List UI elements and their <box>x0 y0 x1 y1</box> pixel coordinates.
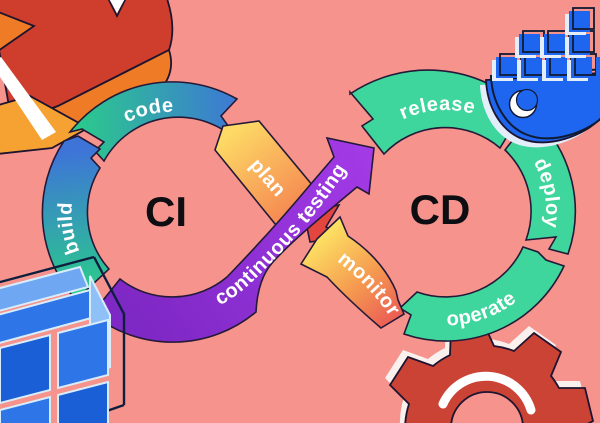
gear-highlight <box>438 371 536 415</box>
mark-orange-wedge <box>0 11 36 51</box>
container-box <box>565 7 595 35</box>
mark-white-slit <box>0 57 56 140</box>
container-cube-icon <box>0 255 126 423</box>
container-box <box>492 53 522 81</box>
container-box <box>517 53 547 81</box>
cube-top-panel <box>0 265 90 312</box>
container-box <box>540 30 570 58</box>
cd-label: CD <box>410 186 471 233</box>
container-box <box>567 53 597 81</box>
segment-deploy <box>503 116 577 255</box>
cube-front-panel <box>57 318 109 390</box>
gear-icon <box>385 315 595 423</box>
docker-porthole-crescent <box>515 88 539 112</box>
arrow-monitor <box>299 215 406 329</box>
container-box <box>565 30 595 58</box>
abstract-mark-icon <box>0 0 174 155</box>
cube-front-panel <box>0 333 51 405</box>
docker-containers <box>492 7 600 81</box>
ci-label: CI <box>145 188 187 235</box>
cube-front-panel <box>57 380 109 423</box>
container-box <box>542 53 572 81</box>
band-continuous-testing <box>90 136 375 343</box>
container-box <box>515 30 545 58</box>
gear-hole <box>450 391 524 423</box>
mark-white-notch <box>109 0 125 13</box>
container-box <box>596 57 600 78</box>
cube-front-panel <box>0 395 51 423</box>
docker-ship-icon <box>480 7 600 148</box>
segment-operate <box>398 246 566 342</box>
